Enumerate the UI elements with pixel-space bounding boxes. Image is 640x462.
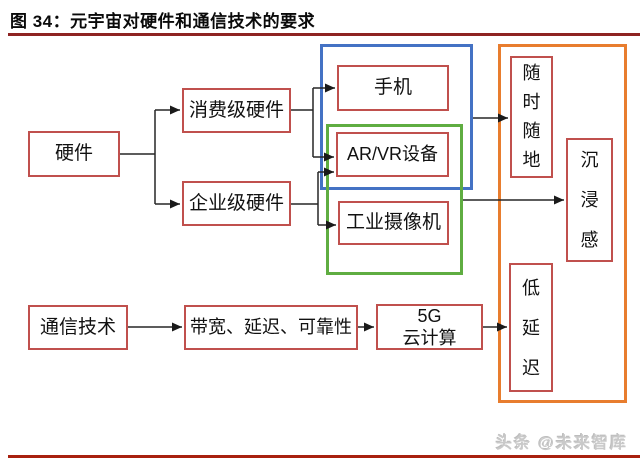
node-enterprise-hardware: 企业级硬件 <box>182 181 291 226</box>
5g-line: 5G <box>417 305 442 326</box>
node-low-latency: 低延迟 <box>509 263 553 392</box>
requirements-group-frame <box>498 44 627 403</box>
node-5g-cloud: 5G 云计算 <box>376 304 483 350</box>
anytime-anywhere-label: 随时随地 <box>522 63 541 170</box>
node-immersion: 沉浸感 <box>566 138 613 262</box>
cloud-computing-line: 云计算 <box>402 327 457 348</box>
watermark-toutiao: 头条 @未来智库 <box>495 435 628 452</box>
low-latency-label: 低延迟 <box>521 277 540 378</box>
enterprise-devices-group-frame <box>326 124 463 275</box>
node-hardware: 硬件 <box>28 131 120 177</box>
node-phone: 手机 <box>337 65 449 111</box>
node-arvr-device: AR/VR设备 <box>336 132 449 177</box>
consumer-devices-group-frame <box>320 44 473 190</box>
5g-cloud-text: 5G 云计算 <box>403 306 457 348</box>
node-consumer-hardware: 消费级硬件 <box>182 88 291 133</box>
node-anytime-anywhere: 随时随地 <box>510 56 553 178</box>
node-communication-tech: 通信技术 <box>28 305 128 350</box>
figure-title: 图 34：元宇宙对硬件和通信技术的要求 <box>10 12 316 31</box>
immersion-label: 沉浸感 <box>580 150 599 250</box>
title-underline <box>8 33 640 36</box>
node-bandwidth-latency-reliability: 带宽、延迟、可靠性 <box>184 305 358 350</box>
bottom-divider <box>8 455 640 458</box>
node-industrial-camera: 工业摄像机 <box>338 201 449 245</box>
